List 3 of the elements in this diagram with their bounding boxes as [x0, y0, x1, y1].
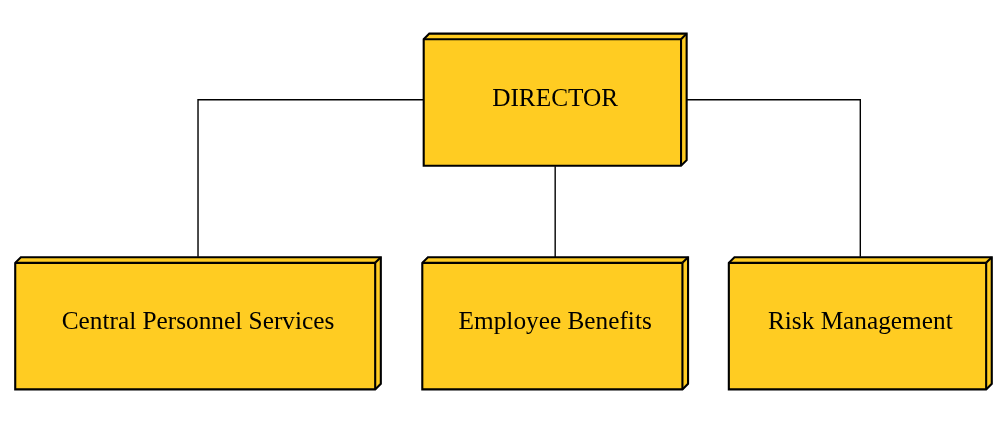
connector: [553, 165, 556, 258]
connector: [685, 99, 861, 258]
connector: [196, 99, 424, 258]
